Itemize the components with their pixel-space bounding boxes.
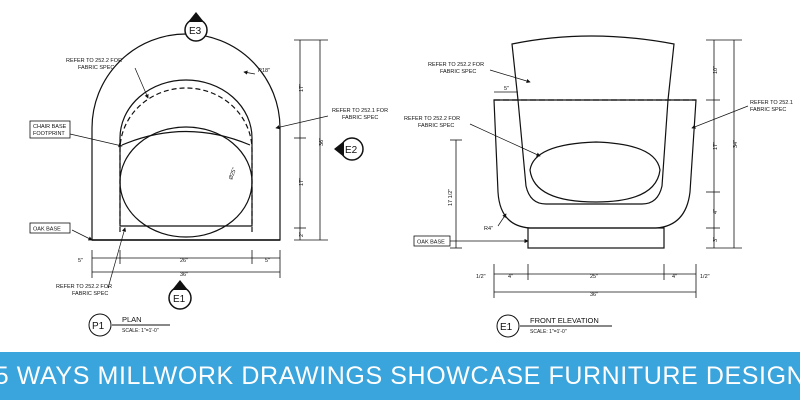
plan-dim-left: 5" <box>78 258 83 264</box>
elev-radius: R4" <box>484 226 493 232</box>
plan-dim-total: 36" <box>180 272 188 278</box>
plan-dim-right: 5" <box>265 258 270 264</box>
plan-refer-bottom-1: REFER TO 252.2 FOR <box>56 284 112 290</box>
elev-refer-top-2: FABRIC SPEC <box>440 69 476 75</box>
plan-view <box>91 33 281 241</box>
marker-e1: E1 <box>168 280 192 310</box>
plan-seat-cushion <box>119 126 253 238</box>
plan-dim-center: 26" <box>180 258 188 264</box>
plan-dim-v-total: 36" <box>319 138 325 146</box>
plan-title-id: P1 <box>92 321 105 332</box>
plan-dimensions <box>91 39 328 278</box>
plan-back-cushion <box>121 130 251 146</box>
elev-title-id: E1 <box>500 322 513 333</box>
plan-leaders <box>69 67 329 289</box>
plan-title-block: P1 PLAN SCALE: 1"=1'-0" <box>88 313 170 337</box>
elev-dim-v4: 3" <box>713 237 719 242</box>
elev-refer-right-2: FABRIC SPEC <box>750 107 786 113</box>
plan-refer-right-2: FABRIC SPEC <box>342 115 378 121</box>
plan-base-footprint <box>119 87 253 232</box>
plan-refer-top-2: FABRIC SPEC <box>78 65 114 71</box>
elev-refer-left-1: REFER TO 252.2 FOR <box>404 116 460 122</box>
elevation-seat-cushion <box>529 141 661 203</box>
elevation-leaders <box>450 69 749 244</box>
elev-dim-v2: 17" <box>713 142 719 150</box>
plan-chair-base-2: FOOTPRINT <box>33 131 65 137</box>
elev-dim-v3: 4" <box>713 209 719 214</box>
plan-chair-base-box <box>29 120 71 139</box>
plan-refer-right-1: REFER TO 252.1 FOR <box>332 108 388 114</box>
plan-chair-base-1: CHAIR BASE <box>33 124 67 130</box>
elevation-title-block: E1 FRONT ELEVATION SCALE: 1"=1'-0" <box>496 314 612 338</box>
plan-dim-v-mid: 17" <box>299 178 305 186</box>
elevation-view <box>493 35 697 249</box>
plan-refer-top-1: REFER TO 252.2 FOR <box>66 58 122 64</box>
elev-dim-h-center: 25" <box>590 274 598 280</box>
svg-text:E1: E1 <box>173 294 186 305</box>
elev-dim-h-total: 36" <box>590 292 598 298</box>
svg-text:E3: E3 <box>189 26 202 37</box>
elev-refer-left-2: FABRIC SPEC <box>418 123 454 129</box>
elev-scale: SCALE: 1"=1'-0" <box>530 329 567 335</box>
plan-oak-base-label: OAK BASE <box>33 227 61 233</box>
plan-dim-v-bot: 2" <box>299 232 305 237</box>
elevation-inner-shell <box>517 99 669 205</box>
plan-scale: SCALE: 1"=1'-0" <box>122 328 159 334</box>
elev-dim-h-right: 4" <box>672 274 677 280</box>
elev-title: FRONT ELEVATION <box>530 316 599 325</box>
plan-radius-label: R18" <box>258 68 270 74</box>
svg-text:E2: E2 <box>345 145 358 156</box>
marker-e2: E2 <box>334 137 364 161</box>
plan-oak-base-box <box>29 222 71 234</box>
elev-dim-h-left: 4" <box>508 274 513 280</box>
plan-inner-shell <box>119 79 253 227</box>
banner-title: 5 WAYS MILLWORK DRAWINGS SHOWCASE FURNIT… <box>0 361 800 390</box>
elevation-backrest <box>511 35 675 101</box>
plan-dim-v-top: 17" <box>299 84 305 92</box>
title-banner: 5 WAYS MILLWORK DRAWINGS SHOWCASE FURNIT… <box>0 352 800 400</box>
millwork-drawing: R18" Ø25" REFER TO 252.2 FOR FABRIC SPEC… <box>29 12 793 338</box>
elev-refer-right-1: REFER TO 252.1 <box>750 100 793 106</box>
elev-seat-height: 17 1/2" <box>448 189 454 206</box>
elev-dim-v-total: 34" <box>733 140 739 148</box>
elev-oak-base-box <box>413 235 451 247</box>
elev-refer-top-1: REFER TO 252.2 FOR <box>428 62 484 68</box>
marker-e3: E3 <box>184 12 208 42</box>
elev-dim-back: 5" <box>504 86 509 92</box>
plan-refer-bottom-2: FABRIC SPEC <box>72 291 108 297</box>
elevation-oak-base <box>527 227 665 249</box>
elev-dim-h-half-right: 1/2" <box>700 274 710 280</box>
elev-oak-base-label: OAK BASE <box>417 240 445 246</box>
elev-dim-h-half-left: 1/2" <box>476 274 486 280</box>
plan-title: PLAN <box>122 315 142 324</box>
plan-diameter-label: Ø25" <box>228 167 238 181</box>
elev-dim-v1: 10" <box>713 66 719 74</box>
elevation-dimensions <box>450 39 742 298</box>
